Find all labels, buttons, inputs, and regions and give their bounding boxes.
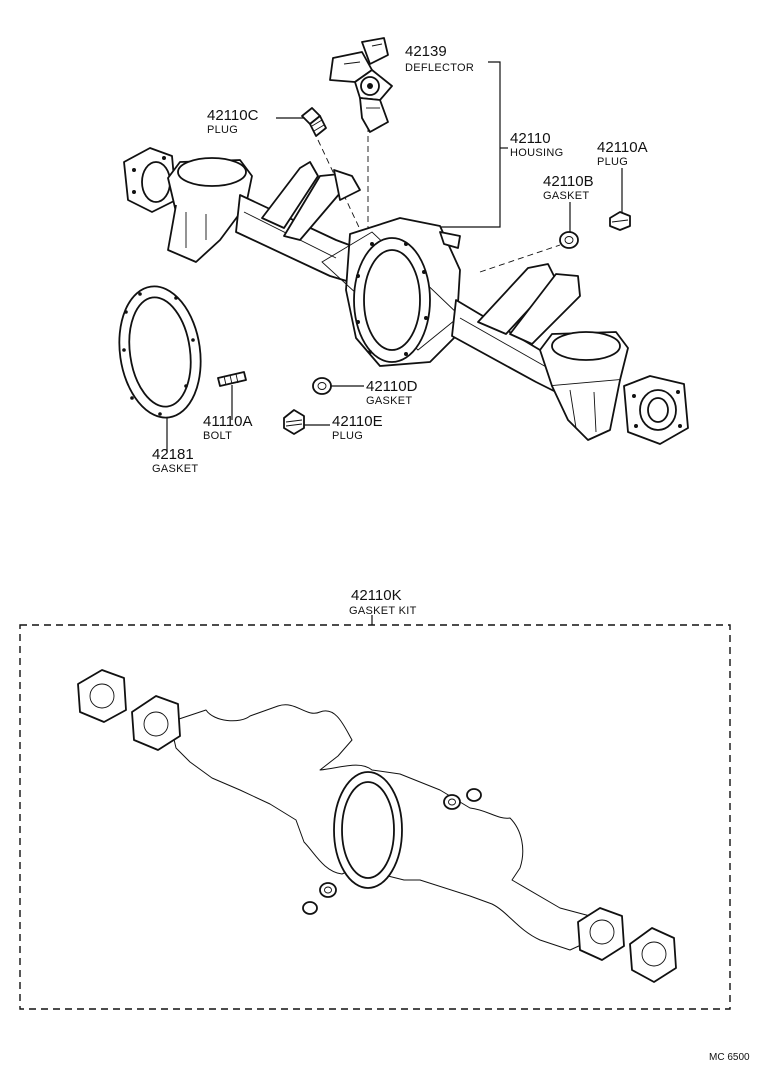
plug-e-part [283, 409, 305, 435]
label-gasket-main: 42181 GASKET [152, 446, 198, 475]
gasket-kit-part [19, 624, 731, 1010]
label-plug-c: 42110C PLUG [207, 107, 259, 136]
leader-lines [166, 61, 623, 625]
svg-text:PLUG: PLUG [597, 156, 628, 168]
svg-text:42110K: 42110K [351, 587, 402, 604]
plug-c-part [301, 107, 327, 137]
axle-housing-part [123, 147, 689, 445]
svg-text:GASKET KIT: GASKET KIT [349, 605, 417, 617]
label-deflector: 42139 DEFLECTOR [405, 43, 474, 74]
svg-text:BOLT: BOLT [203, 430, 232, 442]
svg-text:42110E: 42110E [332, 413, 383, 430]
kit-boundary [19, 624, 731, 1010]
gasket-b-part [559, 231, 579, 249]
svg-text:42181: 42181 [152, 446, 194, 463]
label-gasket-b: 42110B GASKET [543, 173, 594, 202]
label-plug-e: 42110E PLUG [332, 413, 383, 442]
svg-text:42110D: 42110D [366, 378, 418, 395]
label-gasket-d: 42110D GASKET [366, 378, 418, 407]
svg-text:PLUG: PLUG [332, 430, 363, 442]
deflector-part [329, 37, 393, 133]
label-bolt: 41110A BOLT [203, 413, 253, 442]
svg-text:42110A: 42110A [597, 139, 648, 156]
label-housing: 42110 HOUSING [510, 130, 563, 159]
label-gasket-kit: 42110K GASKET KIT [349, 587, 417, 617]
svg-text:41110A: 41110A [203, 413, 253, 430]
gasket-main-part [118, 285, 202, 419]
plug-a-part [609, 211, 631, 231]
svg-text:GASKET: GASKET [543, 190, 589, 202]
bolt-part [217, 371, 247, 387]
svg-text:42139: 42139 [405, 43, 447, 60]
svg-text:DEFLECTOR: DEFLECTOR [405, 62, 474, 74]
diagram-code: MC 6500 [709, 1052, 750, 1063]
gasket-d-part [312, 377, 332, 395]
svg-text:GASKET: GASKET [366, 395, 412, 407]
svg-text:HOUSING: HOUSING [510, 147, 563, 159]
svg-text:42110C: 42110C [207, 107, 259, 124]
svg-text:42110: 42110 [510, 130, 551, 147]
svg-text:PLUG: PLUG [207, 124, 238, 136]
svg-text:42110B: 42110B [543, 173, 594, 190]
label-plug-a: 42110A PLUG [597, 139, 648, 168]
svg-text:GASKET: GASKET [152, 463, 198, 475]
